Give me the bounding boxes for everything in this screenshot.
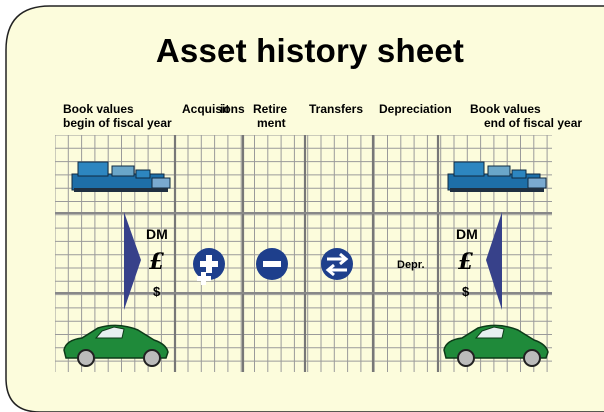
page-title: Asset history sheet xyxy=(155,32,465,69)
header-transfers: Transfers xyxy=(309,102,364,116)
left-arrow-icon xyxy=(124,212,141,310)
car-icon xyxy=(443,324,549,367)
minus-circle-icon xyxy=(256,248,288,280)
machine-icon xyxy=(71,161,171,192)
plus-circle-icon xyxy=(193,248,225,285)
currency-pound-right: £ xyxy=(458,249,474,275)
depreciation-label: Depr. xyxy=(397,259,425,271)
right-arrow-icon xyxy=(486,212,502,310)
currency-dm-left: DM xyxy=(146,226,168,242)
car-icon xyxy=(63,324,169,367)
transfer-circle-icon xyxy=(321,248,353,280)
header-depreciation: Depreciation xyxy=(379,102,452,116)
currency-pound-left: £ xyxy=(149,249,165,275)
machine-icon xyxy=(447,161,547,192)
currency-dollar-left: $ xyxy=(153,284,161,299)
currency-dollar-right: $ xyxy=(462,284,470,299)
currency-dm-right: DM xyxy=(456,226,478,242)
